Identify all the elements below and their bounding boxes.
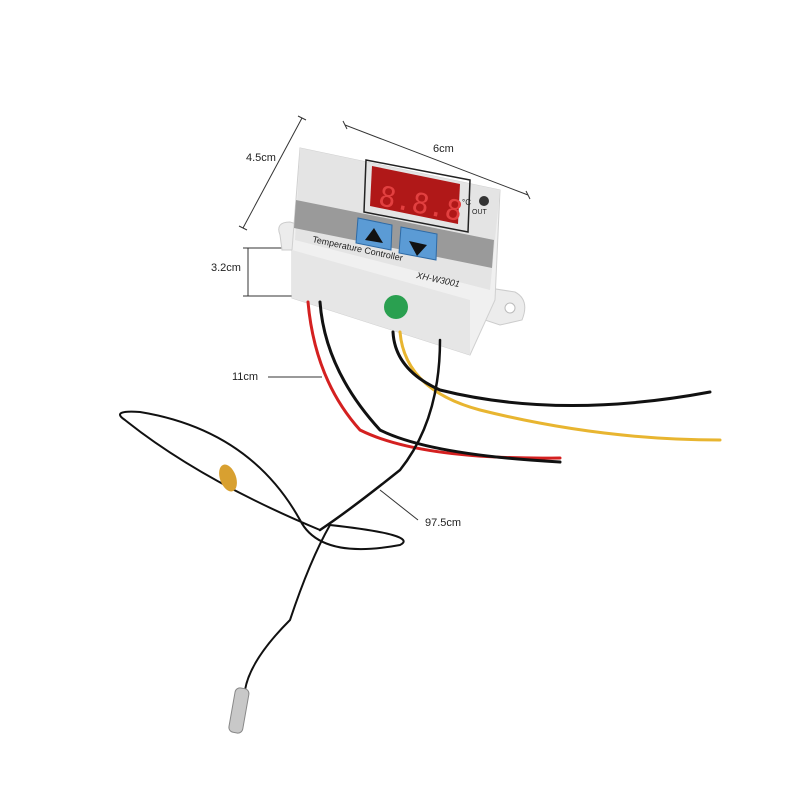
unit-label: °C [462, 198, 471, 207]
certification-sticker [384, 295, 408, 319]
cable-tie [219, 464, 237, 492]
width-dimension: 6cm [433, 143, 454, 155]
dimension-lines [238, 115, 531, 521]
panel-stripe [294, 200, 494, 268]
out-led [479, 196, 489, 206]
wire-length-dimension: 11cm [232, 371, 259, 383]
up-button[interactable] [355, 217, 393, 251]
wires [119, 300, 722, 691]
down-button[interactable] [398, 226, 438, 261]
out-label: OUT [472, 209, 488, 216]
height-dimension: 4.5cm [246, 152, 276, 164]
led-display [370, 166, 460, 224]
probe-length-dimension: 97.5cm [425, 517, 462, 529]
arrow-up-icon [365, 228, 383, 243]
arrow-down-icon [409, 241, 427, 256]
depth-dimension: 3.2cm [211, 262, 241, 274]
temperature-probe [228, 687, 250, 734]
